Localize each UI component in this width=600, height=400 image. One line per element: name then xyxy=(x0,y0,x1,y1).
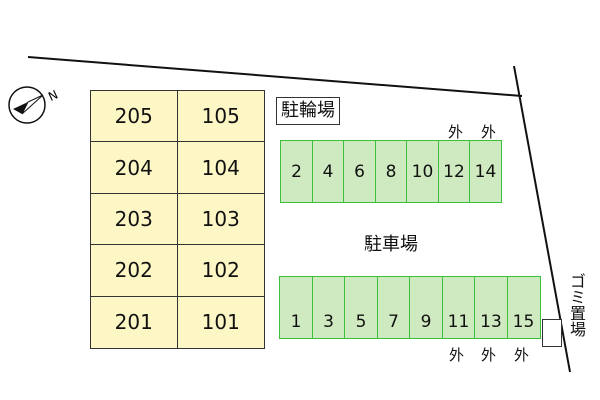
unit-102: 102 xyxy=(177,245,264,297)
parking-space-5: 5 xyxy=(344,276,378,339)
boundary-top-line xyxy=(27,56,523,97)
garbage-area-box xyxy=(542,319,562,347)
parking-row-bottom: 1 3 5 7 9 11 13 15 xyxy=(279,276,541,339)
parking-row-top: 2 4 6 8 10 12 14 xyxy=(280,140,502,203)
unit-202: 202 xyxy=(91,245,178,297)
north-compass-icon: N xyxy=(8,86,60,124)
unit-205: 205 xyxy=(91,91,178,143)
unit-103: 103 xyxy=(177,193,264,246)
compass-north-letter: N xyxy=(46,88,60,104)
outside-tag-space-12: 外 xyxy=(448,123,464,141)
bike-parking-label: 駐輪場 xyxy=(276,97,340,125)
outside-tag-space-15: 外 xyxy=(514,346,530,364)
parking-space-4: 4 xyxy=(311,140,345,203)
unit-204: 204 xyxy=(91,142,178,194)
unit-201: 201 xyxy=(91,296,178,348)
parking-space-15: 15 xyxy=(506,276,541,339)
parking-space-6: 6 xyxy=(343,140,376,203)
outside-tag-space-13: 外 xyxy=(481,346,497,364)
outside-tag-space-14: 外 xyxy=(481,123,497,141)
parking-space-11: 11 xyxy=(441,276,476,339)
parking-lot-label: 駐車場 xyxy=(364,234,418,255)
unit-105: 105 xyxy=(177,91,264,143)
unit-104: 104 xyxy=(177,142,264,194)
unit-101: 101 xyxy=(177,296,264,348)
parking-space-7: 7 xyxy=(376,276,411,339)
parking-space-10: 10 xyxy=(406,140,439,203)
parking-space-1: 1 xyxy=(279,276,313,339)
apartment-building: 205 105 204 104 203 103 202 102 201 101 xyxy=(90,90,265,349)
garbage-area-label: ゴミ置場 xyxy=(567,273,586,337)
parking-space-8: 8 xyxy=(374,140,408,203)
parking-space-12: 12 xyxy=(437,140,471,203)
parking-space-9: 9 xyxy=(409,276,443,339)
parking-space-13: 13 xyxy=(474,276,508,339)
parking-space-2: 2 xyxy=(280,140,313,203)
outside-tag-space-11: 外 xyxy=(449,346,465,364)
unit-203: 203 xyxy=(91,193,178,246)
parking-space-14: 14 xyxy=(469,140,502,203)
parking-space-3: 3 xyxy=(311,276,346,339)
